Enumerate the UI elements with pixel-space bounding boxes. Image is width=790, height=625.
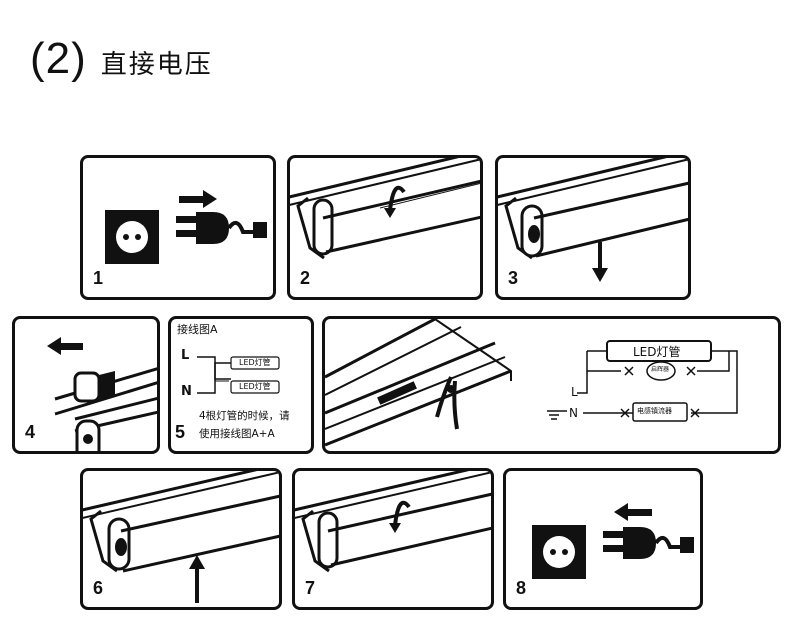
section-title: (2) 直接电压	[30, 34, 213, 84]
circuit-line-l: L	[571, 385, 578, 399]
section-heading: 直接电压	[100, 50, 213, 80]
step-number: 3	[508, 268, 519, 288]
line-n-label: N	[181, 384, 192, 399]
step-number: 6	[93, 578, 104, 598]
step-panel-1: 1	[80, 155, 276, 300]
wiring-heading: 接线图A	[177, 323, 218, 336]
tube-install-illustration	[83, 471, 279, 603]
wiring-note-line1: 4根灯管的时候，请	[199, 410, 290, 422]
tube-lock-illustration	[295, 471, 491, 573]
step-panel-7: 7	[292, 468, 494, 610]
step-number: 1	[93, 268, 104, 288]
line-l-label: L	[181, 348, 190, 363]
tube-rotate-illustration	[498, 158, 688, 282]
circuit-panel: LED灯管 启辉器 电感镇流器 L N	[322, 316, 781, 454]
step-panel-4: 4	[12, 316, 160, 454]
section-number: (2)	[30, 34, 87, 83]
socket-plug-reverse-illustration	[532, 503, 694, 579]
step-panel-6: 6	[80, 468, 282, 610]
socket-plug-illustration	[105, 190, 267, 264]
circuit-tube-label: LED灯管	[633, 345, 681, 359]
starter-label: 启辉器	[651, 366, 670, 373]
wiring-note-line2: 使用接线图A+A	[199, 428, 275, 440]
step-panel-2: 2	[287, 155, 483, 300]
step-number: 4	[25, 422, 36, 442]
step-panel-5: 接线图A L N LED灯管 LED灯管 4根灯管的时候，请 使用接线图A+A …	[168, 316, 314, 454]
circuit-line-n: N	[569, 406, 578, 420]
step-number: 5	[175, 422, 186, 442]
ballast-label: 电感镇流器	[637, 407, 672, 415]
wiring-diagram-a	[197, 356, 280, 394]
step-number: 7	[305, 578, 316, 598]
step-number: 8	[516, 578, 527, 598]
tube-label-1: LED灯管	[239, 358, 271, 367]
fixture-circuit-illustration	[325, 319, 738, 447]
tube-label-2: LED灯管	[239, 382, 271, 391]
step-panel-3: 3	[495, 155, 691, 300]
step-number: 2	[300, 268, 311, 288]
tube-insert-illustration	[290, 158, 480, 260]
step-panel-8: 8	[503, 468, 703, 610]
starter-remove-illustration	[47, 337, 157, 451]
